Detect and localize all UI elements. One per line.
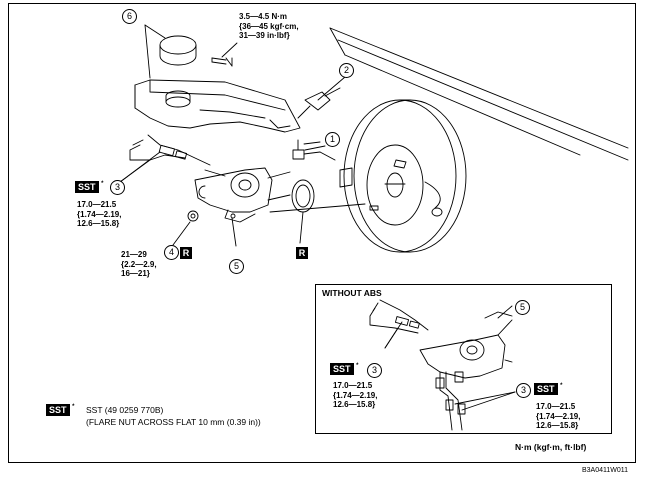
inset-illustration xyxy=(369,299,516,431)
torque-nut-line-2: {2.2—2.9, xyxy=(121,259,157,269)
callout-3-inset-left: 3 xyxy=(367,363,382,378)
callout-1: 1 xyxy=(325,132,340,147)
legend-flare-nut: (FLARE NUT ACROSS FLAT 10 mm (0.39 in)) xyxy=(86,417,261,427)
sst-badge-inset-right: SST * xyxy=(534,383,563,395)
torque-nut-label: 21—29 {2.2—2.9, 16—21} xyxy=(121,250,157,279)
torque-sst-main-line-2: {1.74—2.19, xyxy=(77,209,122,219)
figure-frame xyxy=(8,3,636,463)
figure-code: B3A0411W011 xyxy=(582,467,629,474)
sst-asterisk-main: * xyxy=(101,181,104,187)
torque-inset-right-line-2: {1.74—2.19, xyxy=(536,411,581,421)
reservoir xyxy=(134,79,301,133)
reservoir-cap xyxy=(159,35,197,66)
callout-4: 4 xyxy=(164,245,179,260)
torque-sst-main-line-1: 17.0—21.5 xyxy=(77,200,117,209)
sst-badge-inset-left: SST * xyxy=(330,363,359,375)
sst-badge-legend-text: SST xyxy=(49,405,67,415)
torque-inset-left-label: 17.0—21.5 {1.74—2.19, 12.6—15.8} xyxy=(333,381,377,410)
sst-badge-inset-left-text: SST xyxy=(333,364,351,374)
torque-inset-right-label: 17.0—21.5 {1.74—2.19, 12.6—15.8} xyxy=(536,402,580,431)
mount-bolt xyxy=(211,42,238,67)
callout-5-inset: 5 xyxy=(515,300,530,315)
torque-mount-line-1: 3.5—4.5 N·m xyxy=(239,12,288,21)
torque-sst-main-line-3: 12.6—15.8} xyxy=(77,219,120,228)
callout-3-main: 3 xyxy=(110,180,125,195)
brake-pipes xyxy=(129,134,226,177)
torque-nut-line-3: 16—21} xyxy=(121,269,150,278)
sst-asterisk-inset-right: * xyxy=(560,383,563,389)
nut-4 xyxy=(187,210,199,222)
sst-asterisk-legend: * xyxy=(72,404,75,410)
callout-5-main: 5 xyxy=(229,259,244,274)
callout-3-inset-right: 3 xyxy=(516,383,531,398)
torque-inset-left-line-1: 17.0—21.5 xyxy=(333,381,373,390)
torque-mount-line-2: {36—45 kgf·cm, xyxy=(239,21,299,31)
sst-badge-main-text: SST xyxy=(78,182,96,192)
sensor-connector-1 xyxy=(292,139,336,161)
replace-badge-gasket: R xyxy=(296,247,308,259)
torque-mount-bolt-label: 3.5—4.5 N·m {36—45 kgf·cm, 31—39 in·lbf} xyxy=(239,12,299,41)
torque-mount-line-3: 31—39 in·lbf} xyxy=(239,31,290,40)
torque-nut-line-1: 21—29 xyxy=(121,250,147,259)
push-rod-2 xyxy=(297,76,346,119)
sst-badge-legend: SST * xyxy=(46,404,75,416)
inset-title: WITHOUT ABS xyxy=(322,288,382,298)
inset-without-abs: WITHOUT ABS xyxy=(315,284,612,434)
sst-badge-inset-right-text: SST xyxy=(537,384,555,394)
torque-inset-right-line-1: 17.0—21.5 xyxy=(536,402,576,411)
torque-inset-right-line-3: 12.6—15.8} xyxy=(536,421,579,430)
dashboard-panel-lines xyxy=(329,27,629,161)
callout-2: 2 xyxy=(339,63,354,78)
replace-badge-nut: R xyxy=(180,247,192,259)
gasket-ring xyxy=(291,179,315,213)
master-cylinder xyxy=(194,167,291,223)
brake-booster xyxy=(339,99,467,253)
torque-sst-main-label: 17.0—21.5 {1.74—2.19, 12.6—15.8} xyxy=(77,200,121,229)
leader-lines xyxy=(119,24,366,247)
legend-sst-number: SST (49 0259 770B) xyxy=(86,405,164,415)
sst-asterisk-inset-left: * xyxy=(356,363,359,369)
units-label: N·m (kgf·m, ft·lbf) xyxy=(515,442,587,452)
sst-badge-main: SST * xyxy=(75,181,104,193)
torque-inset-left-line-2: {1.74—2.19, xyxy=(333,390,378,400)
callout-6: 6 xyxy=(122,9,137,24)
torque-inset-left-line-3: 12.6—15.8} xyxy=(333,400,376,409)
